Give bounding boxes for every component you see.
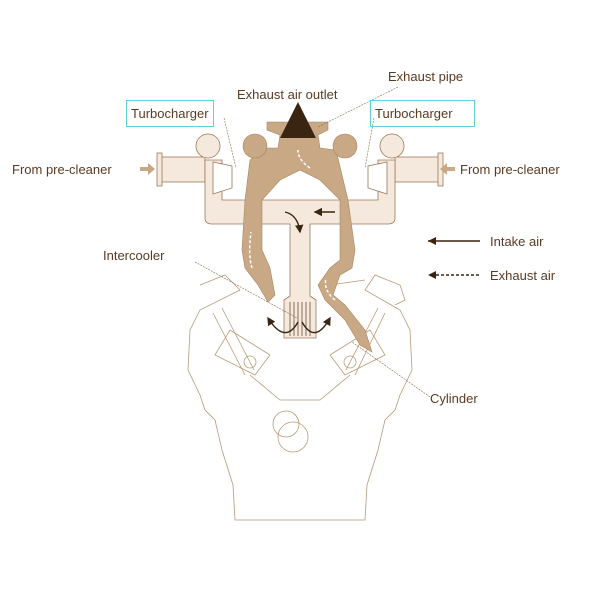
leader-lines [194, 86, 431, 398]
label-from-pre-cleaner-left: From pre-cleaner [12, 162, 112, 177]
label-cylinder: Cylinder [430, 391, 478, 406]
label-from-pre-cleaner-right: From pre-cleaner [460, 162, 560, 177]
engine-block [187, 274, 413, 521]
flow-arrows [267, 102, 335, 334]
exhaust-manifold [241, 121, 373, 353]
label-intercooler: Intercooler [103, 248, 165, 263]
label-turbocharger-right: Turbocharger [370, 100, 475, 127]
label-turbocharger-left: Turbocharger [126, 100, 214, 127]
inlet-arrow-right [440, 163, 455, 175]
legend-exhaust-air: Exhaust air [490, 268, 556, 283]
exhaust-arrows [248, 149, 336, 301]
inlet-arrow-left [140, 163, 155, 175]
exhaust-legend-arrowhead [428, 271, 436, 279]
label-exhaust-pipe: Exhaust pipe [388, 69, 464, 84]
legend-intake-air: Intake air [490, 234, 544, 249]
intake-legend-arrowhead [428, 237, 436, 245]
outlet-square [294, 132, 302, 137]
label-exhaust-air-outlet: Exhaust air outlet [237, 87, 338, 102]
